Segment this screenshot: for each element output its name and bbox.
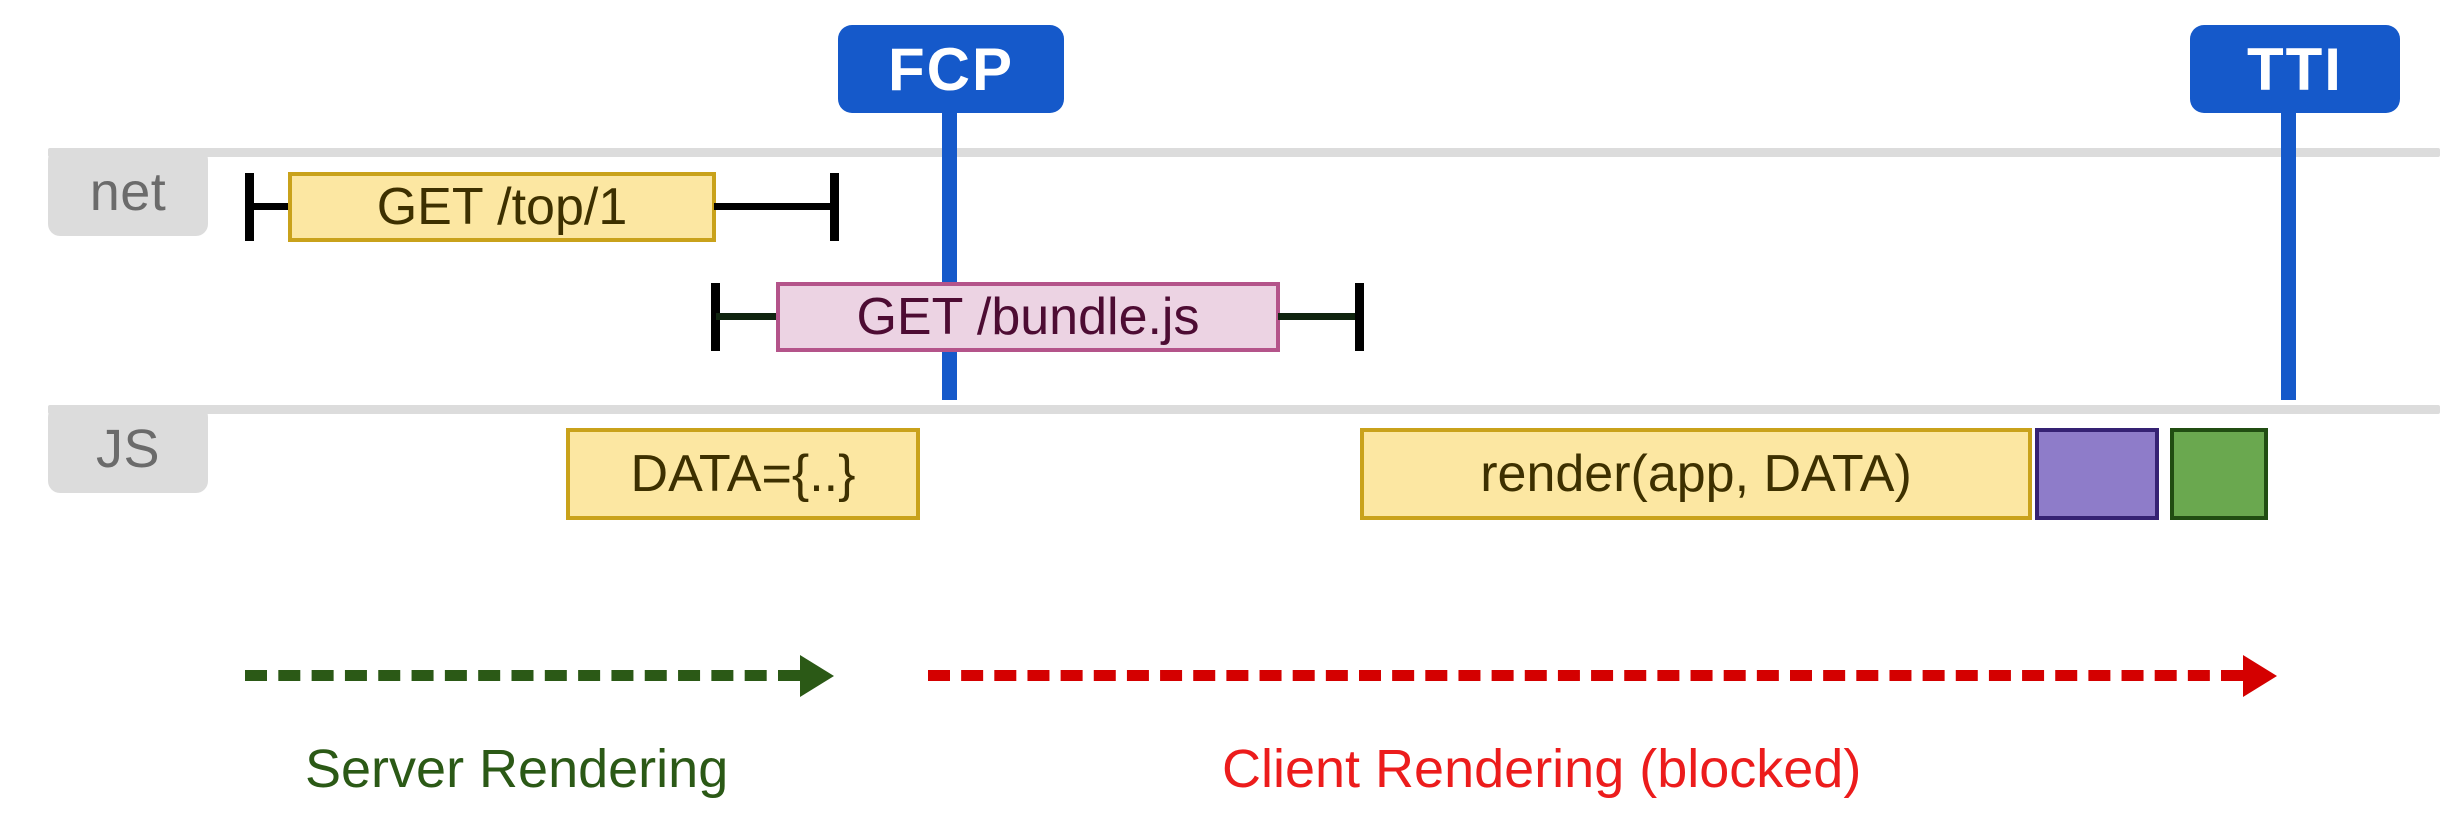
whisker-line-right-top1 bbox=[714, 203, 836, 210]
lane-label-js: JS bbox=[48, 405, 208, 493]
task-bar-render-app[interactable]: render(app, DATA) bbox=[1360, 428, 2032, 520]
whisker-line-left-top1 bbox=[250, 203, 292, 210]
lane-rule-js bbox=[48, 405, 2440, 414]
phase-arrowhead-server-rendering bbox=[800, 655, 834, 697]
lane-label-net: net bbox=[48, 148, 208, 236]
milestone-tti-badge[interactable]: TTI bbox=[2190, 25, 2400, 113]
whisker-cap-left-bundle bbox=[711, 283, 720, 351]
milestone-fcp-badge[interactable]: FCP bbox=[838, 25, 1064, 113]
task-bar-get-top-1[interactable]: GET /top/1 bbox=[288, 172, 716, 242]
whisker-cap-right-bundle bbox=[1355, 283, 1364, 351]
lane-label-js-text: JS bbox=[95, 419, 161, 479]
task-bar-block-green[interactable] bbox=[2170, 428, 2268, 520]
whisker-line-right-bundle bbox=[1278, 313, 1360, 320]
whisker-cap-left-top1 bbox=[245, 173, 254, 241]
lane-label-net-text: net bbox=[89, 162, 167, 222]
phase-arrow-client-rendering bbox=[928, 670, 2243, 681]
task-bar-get-bundle-js[interactable]: GET /bundle.js bbox=[776, 282, 1280, 352]
phase-arrow-server-rendering bbox=[245, 670, 800, 681]
milestone-fcp-line bbox=[942, 85, 957, 400]
lane-rule-net bbox=[48, 148, 2440, 157]
phase-label-client-rendering: Client Rendering (blocked) bbox=[1222, 739, 1862, 799]
phase-label-server-rendering: Server Rendering bbox=[305, 739, 729, 799]
milestone-tti-line bbox=[2281, 85, 2296, 400]
task-bar-block-purple[interactable] bbox=[2035, 428, 2159, 520]
whisker-line-left-bundle bbox=[716, 313, 778, 320]
task-bar-data-assign[interactable]: DATA={..} bbox=[566, 428, 920, 520]
phase-arrowhead-client-rendering bbox=[2243, 655, 2277, 697]
whisker-cap-right-top1 bbox=[830, 173, 839, 241]
